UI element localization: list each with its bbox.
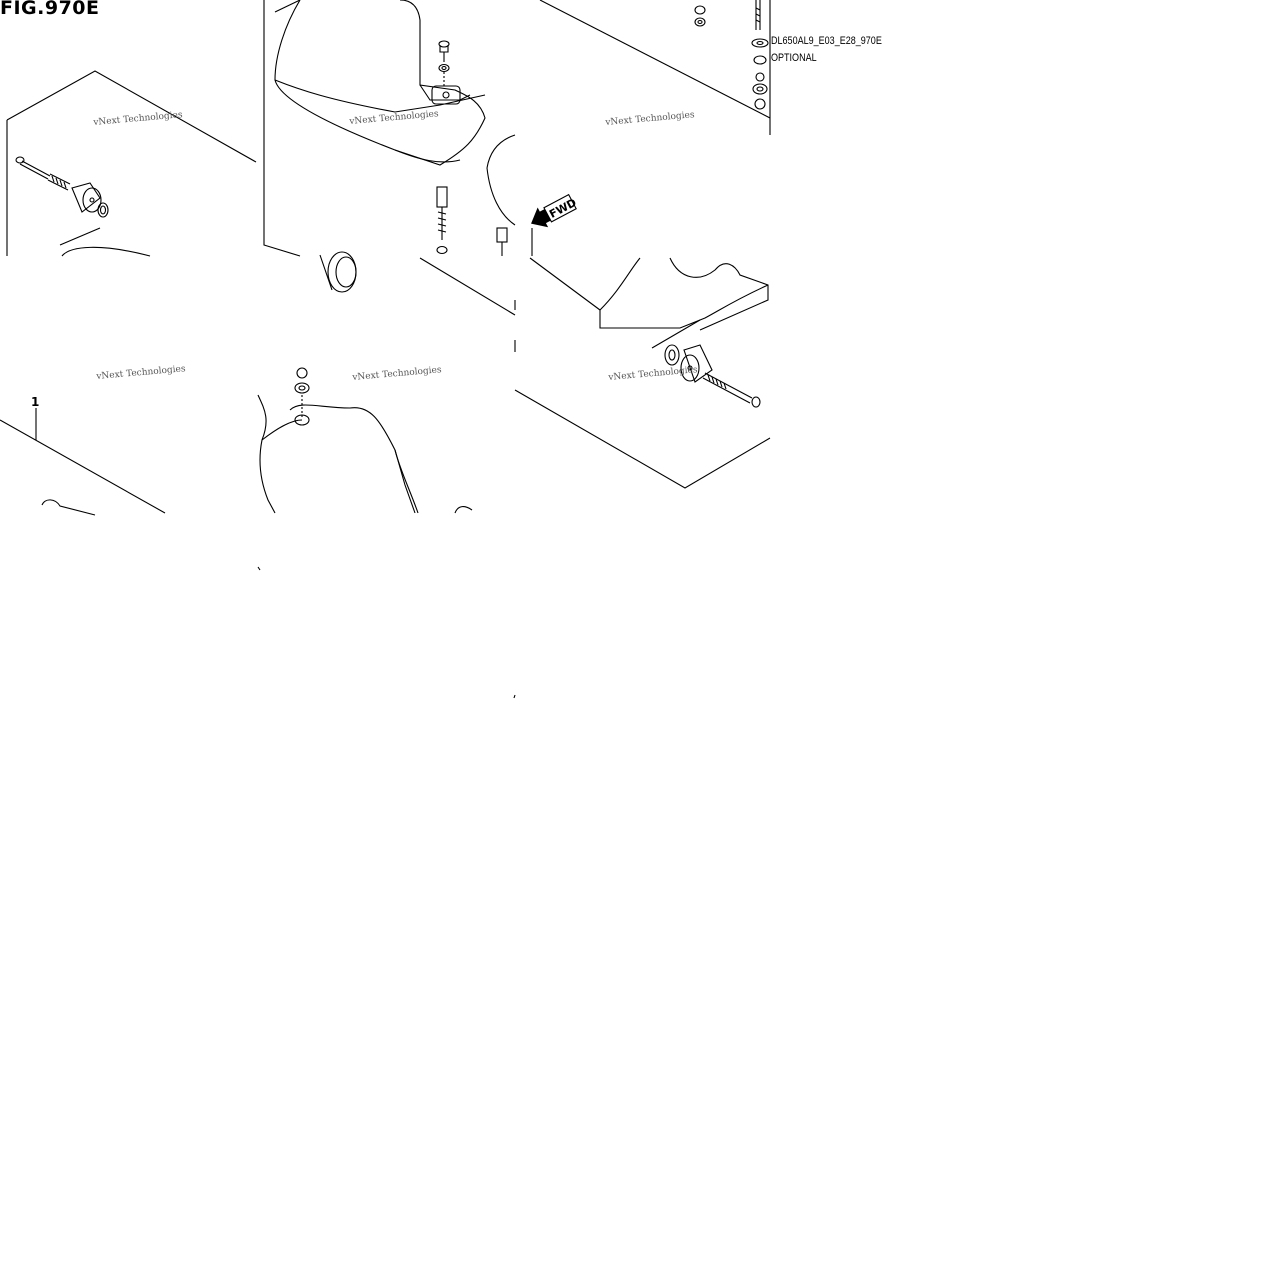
rubber-damper (71, 182, 102, 213)
hand-guard (274, 0, 486, 166)
cap-nut (294, 367, 310, 418)
mounting-bolt (15, 156, 71, 191)
tile-middle-left (0, 408, 166, 516)
tile-top-right (531, 0, 771, 256)
hardware-stack (694, 0, 761, 30)
nut (496, 227, 508, 256)
figure-code: DL650AL9_E03_E28_970E (771, 35, 882, 47)
figure-title: FIG.970E (0, 0, 100, 19)
guard-screw (438, 40, 450, 88)
tile-top-left (6, 70, 257, 257)
tile-top-center (263, 0, 516, 257)
spacer-bolt (436, 186, 448, 255)
optional-label: OPTIONAL (771, 52, 817, 64)
optional-parts (752, 55, 768, 110)
fwd-arrow-icon (531, 193, 577, 228)
callout-1: 1 (31, 395, 40, 409)
rear-bolt (702, 372, 761, 408)
tile-middle-center (257, 251, 516, 699)
cover-plate (257, 394, 419, 514)
tile-middle-right (514, 257, 771, 489)
legend-washer (751, 38, 769, 48)
rear-damper (664, 344, 713, 383)
washer (97, 202, 109, 218)
